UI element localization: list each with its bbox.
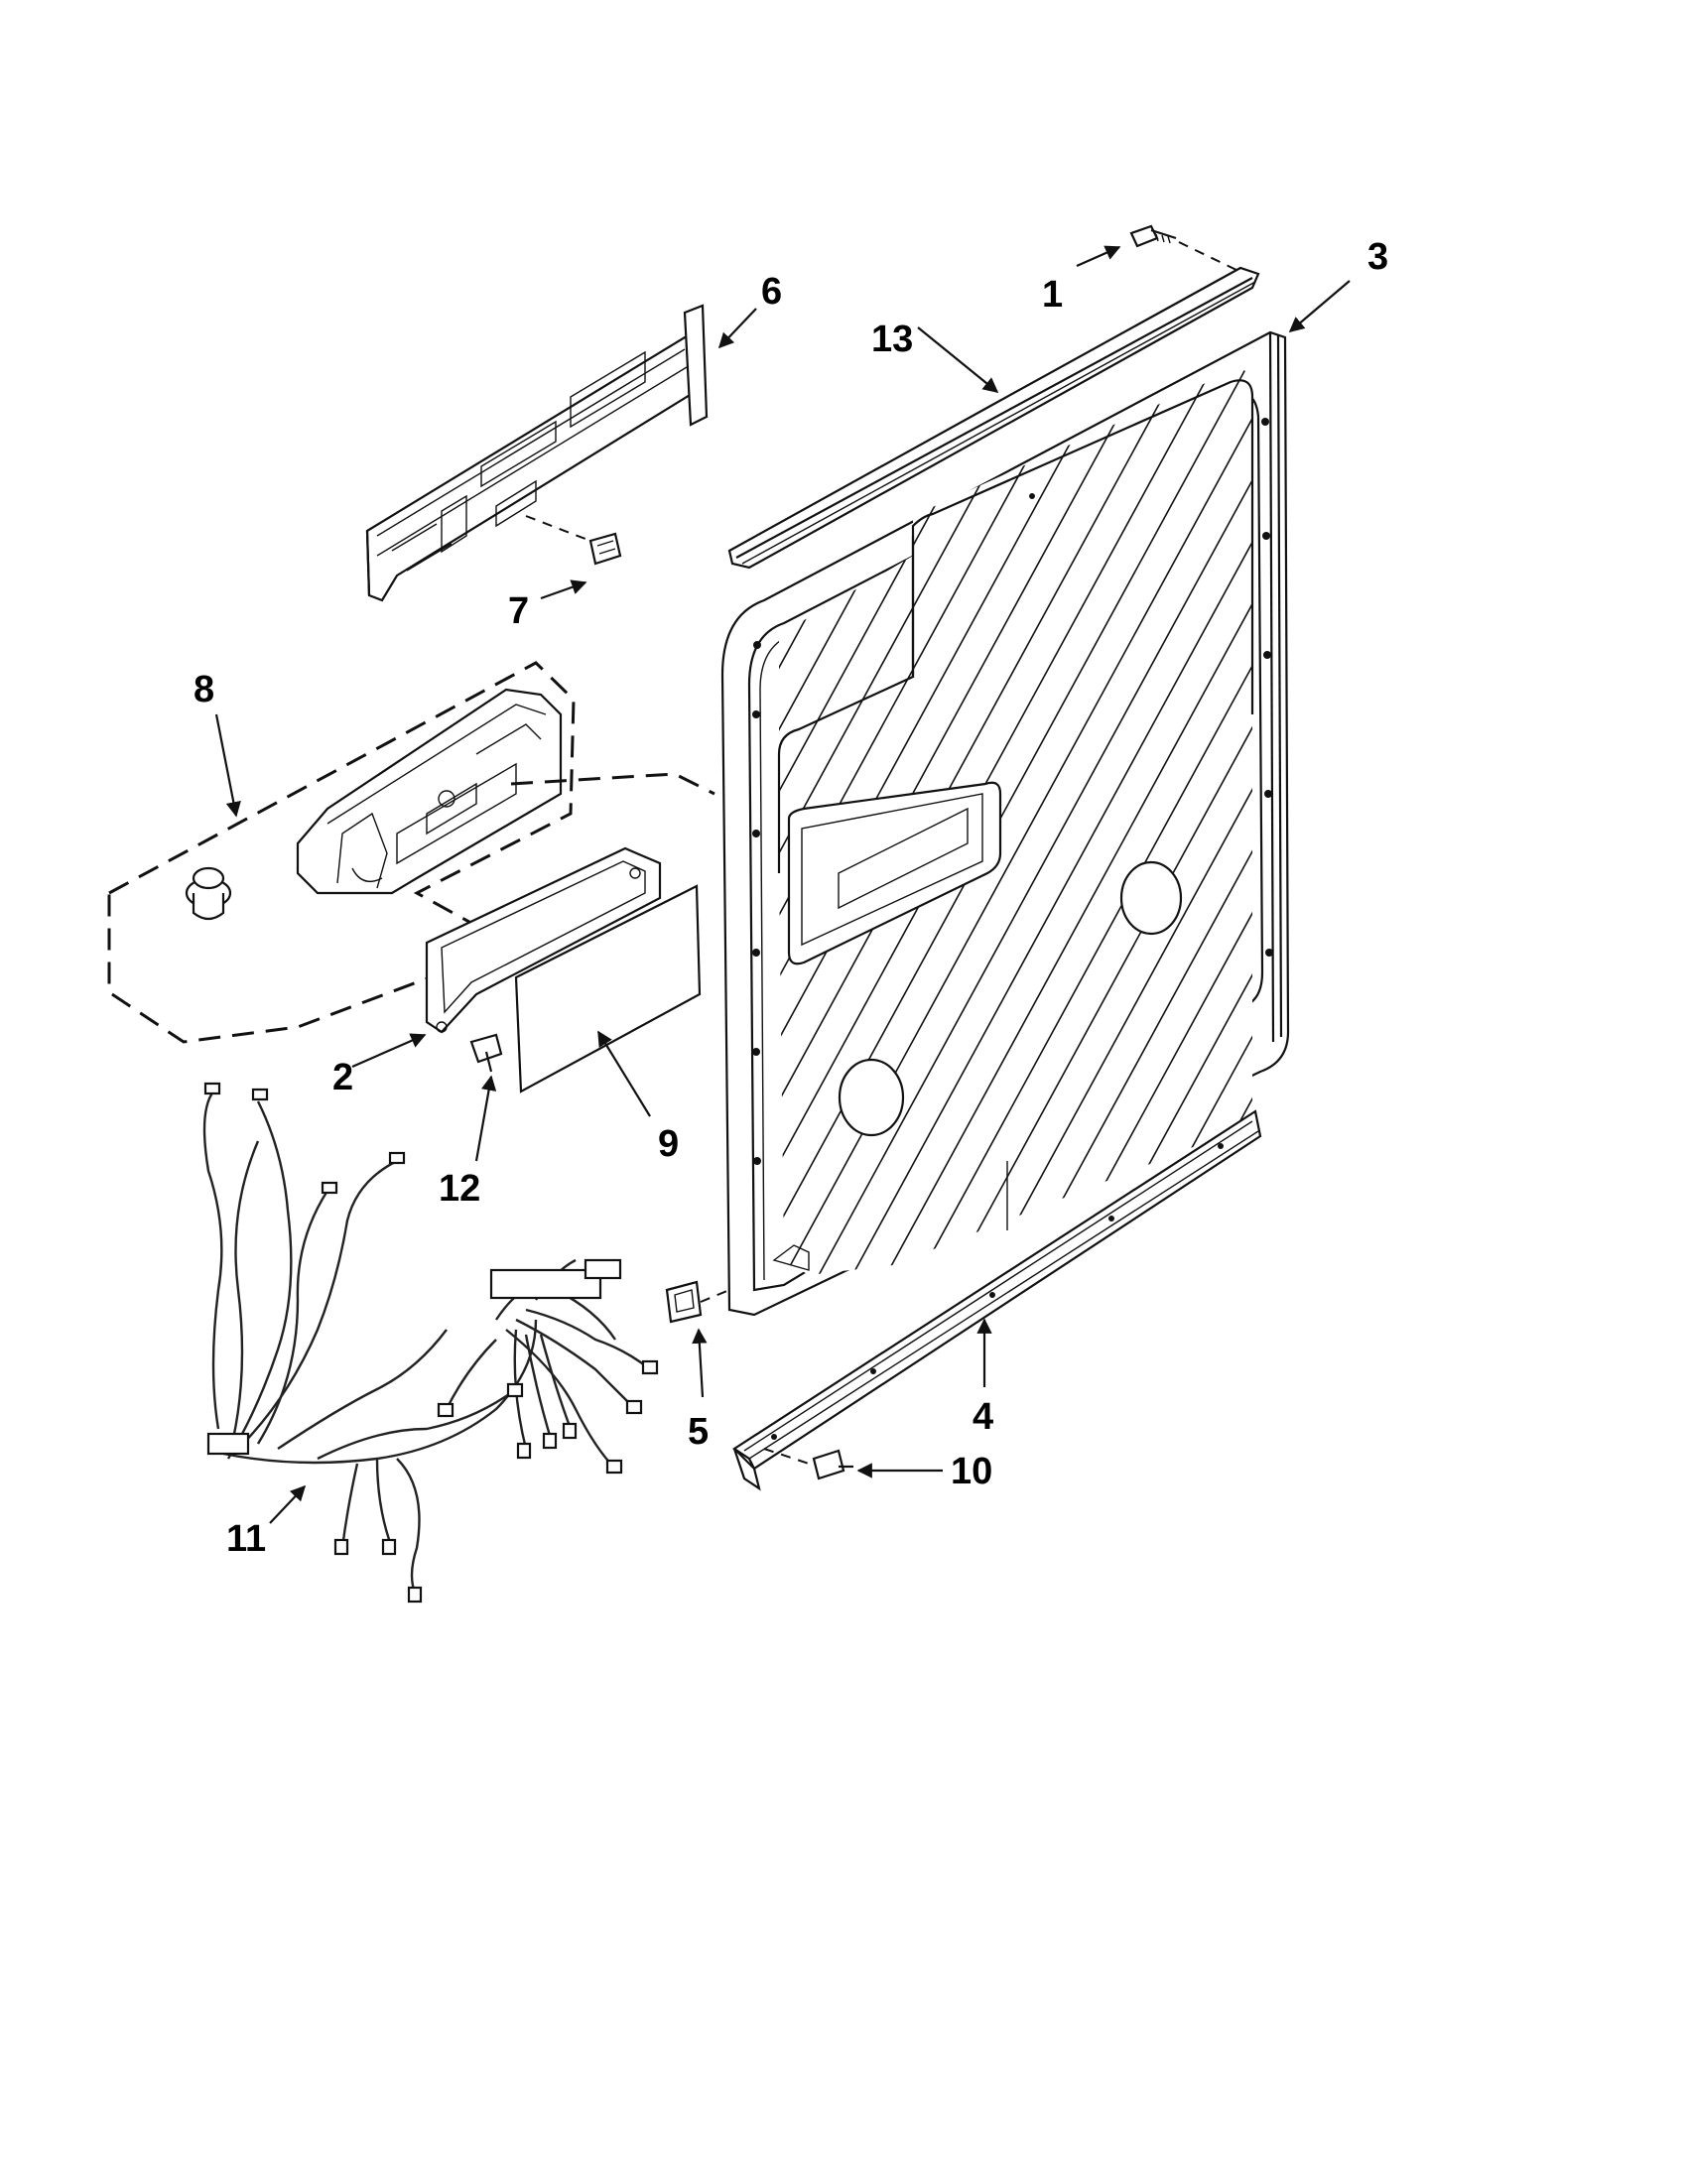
callout-labels: 1 3 13 6 7 8 2 12 9 5 4 10 11 xyxy=(194,236,1388,1560)
callout-6: 6 xyxy=(761,271,782,313)
hatch-line xyxy=(1576,327,1688,1310)
wire-harness-part-11 xyxy=(202,1082,659,1604)
callout-4: 4 xyxy=(973,1396,993,1438)
panel-fasteners xyxy=(752,418,1273,1165)
clip-part-7 xyxy=(588,532,622,566)
hatch-line xyxy=(1306,327,1688,1310)
hatch-line xyxy=(934,367,1252,1275)
detergent-window xyxy=(787,781,1002,965)
screw-part-12 xyxy=(469,1033,503,1073)
hatch-line xyxy=(1373,327,1688,1310)
callout-13: 13 xyxy=(871,319,913,360)
hatch-line xyxy=(1508,327,1688,1310)
callout-7: 7 xyxy=(508,590,529,632)
hatch-line xyxy=(833,367,1252,1275)
hatch-line xyxy=(1069,367,1252,1275)
hatch-line xyxy=(1407,327,1688,1310)
screw-part-1 xyxy=(1129,224,1241,273)
callout-5: 5 xyxy=(688,1411,709,1453)
hatch-line xyxy=(1340,327,1688,1310)
hatch-line xyxy=(1035,367,1252,1275)
leader-lines xyxy=(214,245,1351,1524)
callout-11: 11 xyxy=(226,1518,266,1560)
hatch-line xyxy=(1475,327,1688,1310)
callout-9: 9 xyxy=(658,1123,679,1165)
hatch-line xyxy=(968,367,1252,1275)
hatch-line xyxy=(1643,327,1688,1310)
panel-dimple-left xyxy=(838,1058,905,1137)
hatch-line xyxy=(866,367,1252,1275)
dispenser-assembly xyxy=(107,661,576,1044)
hatch-line xyxy=(799,367,1252,1275)
hatch-line xyxy=(1542,327,1688,1310)
hatch-line xyxy=(1441,327,1688,1310)
top-trim-strip xyxy=(727,266,1260,570)
hatch-line xyxy=(1001,367,1252,1275)
hatch-line xyxy=(1272,327,1688,1310)
callout-8: 8 xyxy=(194,669,214,710)
callout-3: 3 xyxy=(1367,236,1388,278)
control-mount-bracket xyxy=(365,304,709,602)
callout-1: 1 xyxy=(1042,274,1063,316)
hatch-line xyxy=(1103,367,1252,1275)
screw-part-10 xyxy=(812,1449,853,1480)
dispenser-knob xyxy=(185,866,232,921)
callout-12: 12 xyxy=(439,1168,480,1210)
hatch-line xyxy=(1237,367,1252,1275)
panel-dimple-right xyxy=(1119,860,1183,936)
callout-2: 2 xyxy=(332,1057,353,1098)
gasket-part-2 xyxy=(425,846,662,1034)
bottom-bracket-part-4 xyxy=(731,1109,1262,1491)
callout-10: 10 xyxy=(951,1451,992,1492)
latch-plate-part-5 xyxy=(665,1280,730,1324)
hatch-line xyxy=(1610,327,1688,1310)
hatch-line xyxy=(900,367,1252,1275)
insulation-panel-part-9 xyxy=(514,884,702,1093)
inner-door-panel xyxy=(720,327,1688,1317)
hatch-line xyxy=(779,367,1252,1275)
